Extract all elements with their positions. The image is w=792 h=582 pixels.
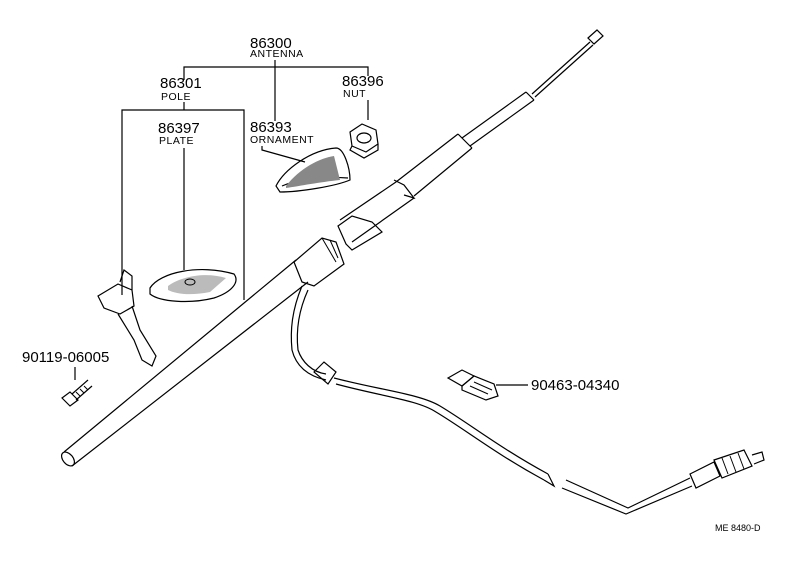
drawing-code: ME 8480-D: [715, 523, 761, 533]
antenna-mast: [60, 29, 604, 467]
nut-part-number: 86396: [342, 73, 384, 90]
plate-part-name: PLATE: [159, 135, 194, 147]
ornament-part-number: 86393: [250, 119, 292, 136]
pole-part-number: 86301: [160, 75, 202, 92]
screw-shape: [61, 379, 93, 407]
plate-shape: [149, 268, 237, 303]
nut-shape: [349, 123, 379, 159]
mount-bracket-shape: [97, 269, 157, 367]
antenna-cable: [290, 285, 765, 515]
grouping-brackets: [74, 60, 528, 386]
ornament-part-name: ORNAMENT: [250, 134, 314, 146]
ornament-shape: [275, 147, 351, 193]
antenna-part-number: 86300: [250, 35, 292, 52]
plate-part-number: 86397: [158, 120, 200, 137]
antenna-part-name: ANTENNA: [250, 48, 304, 60]
pole-part-name: POLE: [161, 91, 191, 103]
nut-part-name: NUT: [343, 88, 366, 100]
clip-shape: [446, 369, 499, 401]
screw-part-number: 90119-06005: [22, 349, 109, 366]
clip-part-number: 90463-04340: [531, 377, 619, 394]
